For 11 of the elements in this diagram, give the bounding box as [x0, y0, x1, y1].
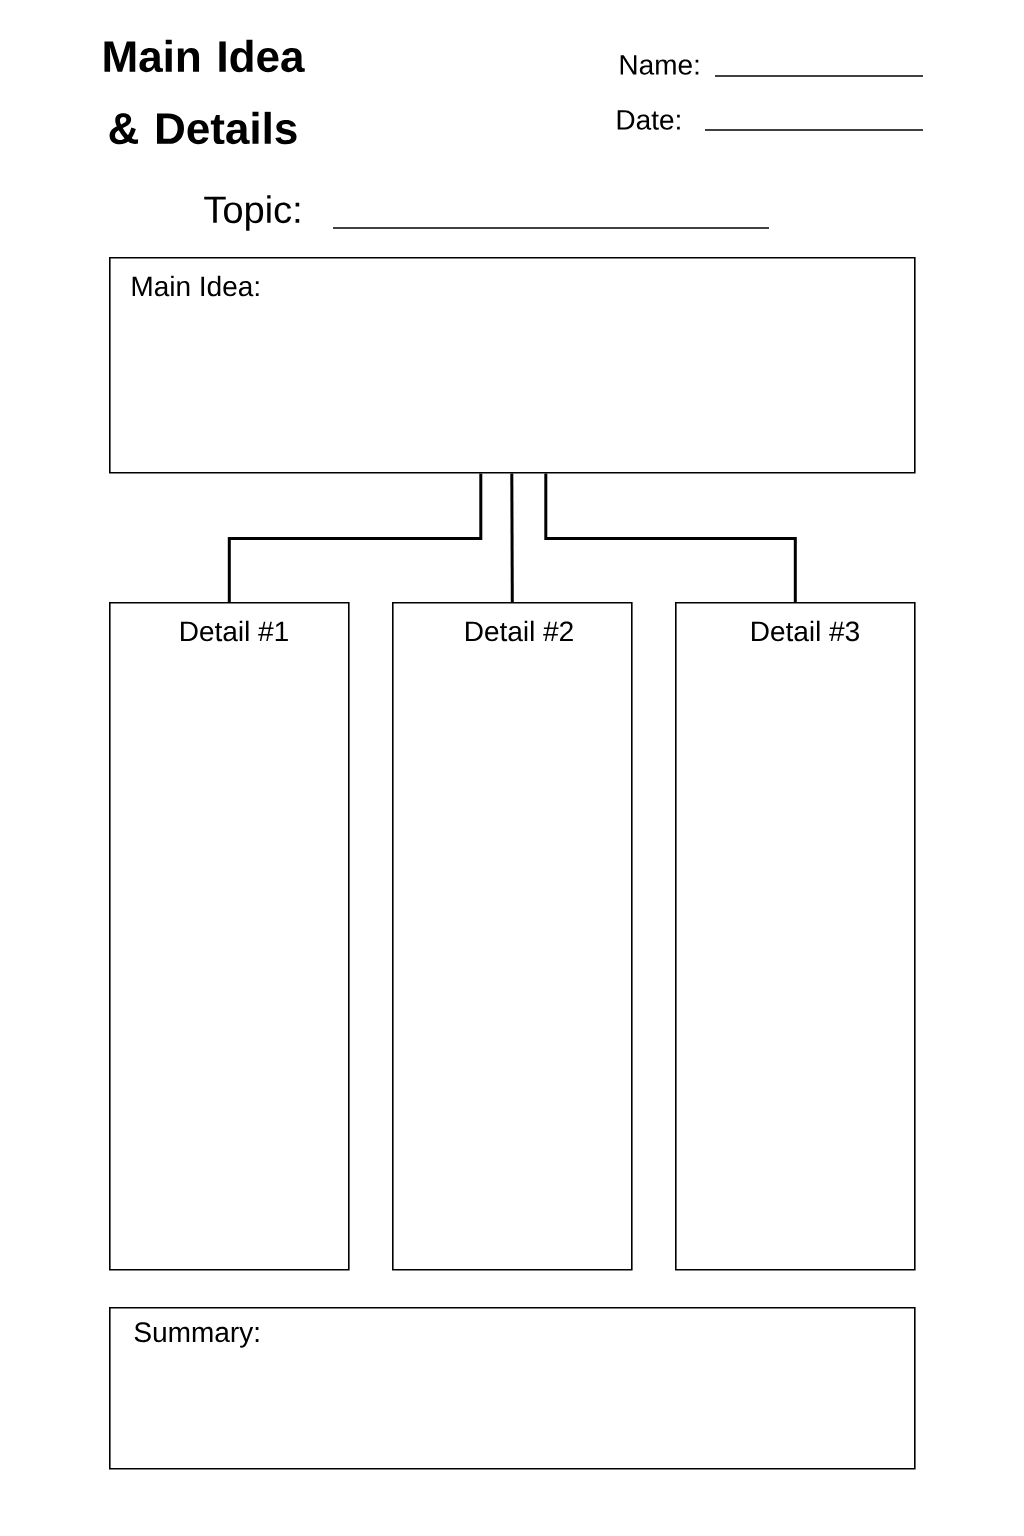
answer-box: Summary: — [109, 1307, 916, 1470]
answer-box: Detail #3 — [675, 602, 916, 1271]
field-label: Date: — [617, 110, 680, 130]
connector-line — [510, 473, 514, 602]
field-label: Name: — [620, 55, 699, 75]
connector-line — [544, 473, 797, 602]
title: Main Idea & Details — [104, 39, 305, 145]
answer-box: Main Idea: — [109, 257, 916, 474]
answer-box: Detail #2 — [392, 602, 633, 1271]
connector-line — [227, 473, 483, 602]
answer-box: Detail #1 — [109, 602, 350, 1271]
